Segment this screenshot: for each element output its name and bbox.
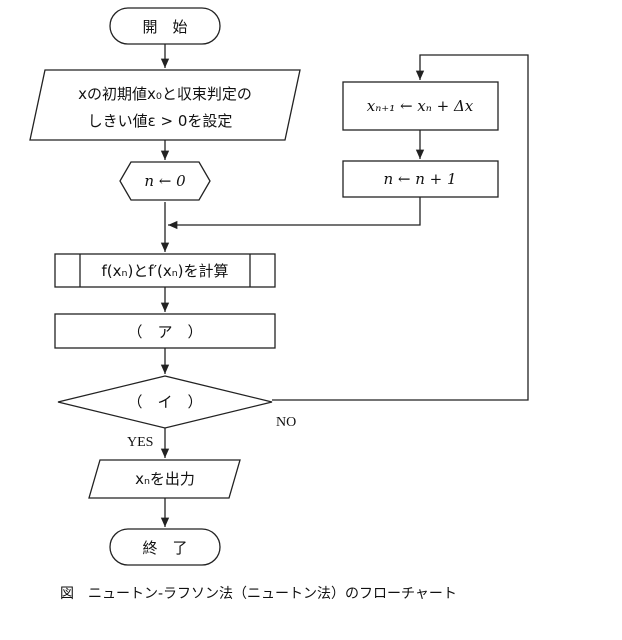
connectors xyxy=(160,44,529,527)
figure-caption: 図 ニュートン-ラフソン法（ニュートン法）のフローチャート xyxy=(60,586,457,602)
yes-label: YES xyxy=(127,435,153,450)
end-terminal: 終 了 xyxy=(109,528,221,566)
init-input-box: xの初期値x₀と収束判定の しきい値ε > 0を設定 xyxy=(29,69,301,141)
start-terminal: 開 始 xyxy=(109,7,221,45)
output-label: xₙを出力 xyxy=(135,470,195,488)
arrow-no-loop xyxy=(272,54,529,401)
increment-n-box: n ← n + 1 xyxy=(342,160,499,198)
arrow-increment-to-merge xyxy=(168,197,421,230)
init-line-2: しきい値ε > 0を設定 xyxy=(88,112,233,130)
decision-i-label: （ イ ） xyxy=(127,393,202,411)
increment-n-label: n ← n + 1 xyxy=(383,170,456,188)
compute-box: f(xₙ)とf′(xₙ)を計算 xyxy=(54,253,276,288)
compute-label: f(xₙ)とf′(xₙ)を計算 xyxy=(101,262,228,280)
n-init-label: n ← 0 xyxy=(144,172,186,190)
init-line-1: xの初期値x₀と収束判定の xyxy=(78,85,252,103)
start-label: 開 始 xyxy=(142,18,187,36)
decision-i: （ イ ） xyxy=(57,375,273,429)
update-x-box: xₙ₊₁ ← xₙ + Δx xyxy=(342,81,499,131)
output-box: xₙを出力 xyxy=(88,459,241,499)
end-label: 終 了 xyxy=(142,539,187,557)
n-init-box: n ← 0 xyxy=(119,161,211,201)
blank-a-box: （ ア ） xyxy=(54,313,276,349)
no-label: NO xyxy=(276,415,296,430)
blank-a-label: （ ア ） xyxy=(127,323,202,341)
update-x-label: xₙ₊₁ ← xₙ + Δx xyxy=(367,97,474,115)
